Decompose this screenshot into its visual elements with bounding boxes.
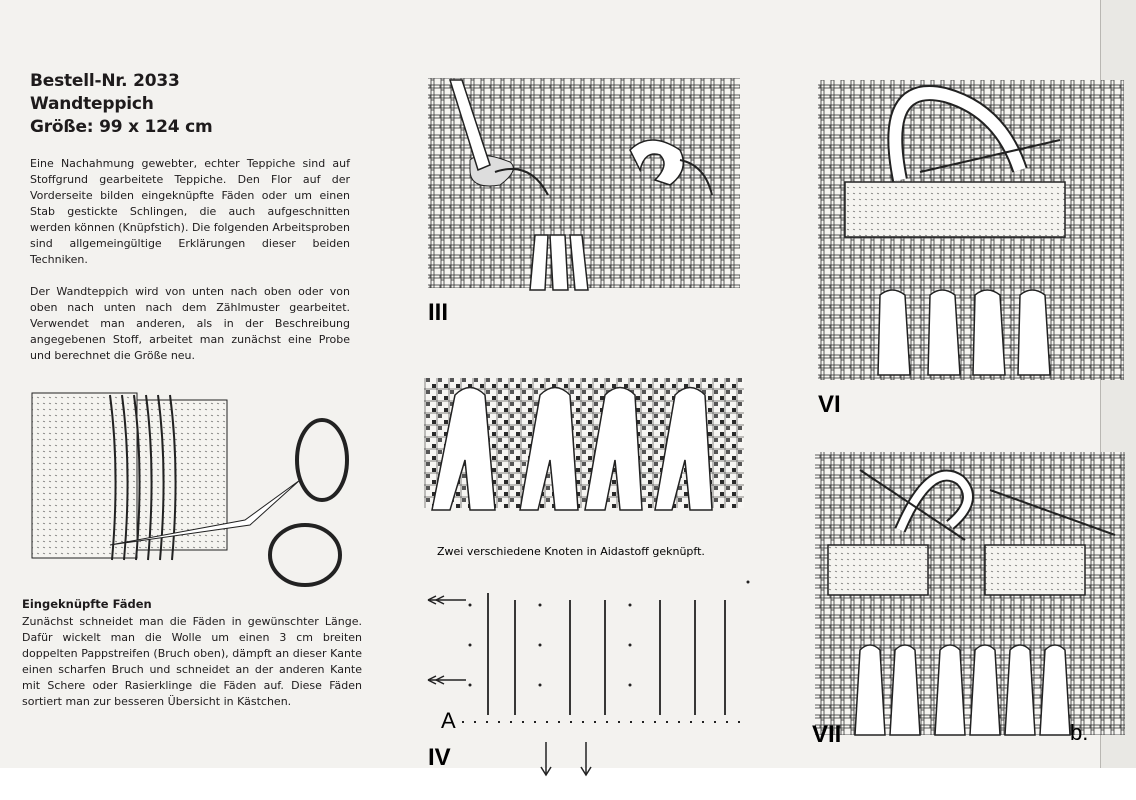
intro-paragraph-2: Der Wandteppich wird von unten nach oben…: [30, 285, 350, 362]
figure-4-point-label: A: [441, 708, 456, 733]
figure-6-illustration: [818, 80, 1124, 380]
figure-caption: Zwei verschiedene Knoten in Aidastoff ge…: [437, 545, 705, 558]
figure-7-illustration: [815, 452, 1125, 736]
cardboard-scissors-illustration: [31, 392, 349, 587]
section-text: Zunächst schneidet man die Fäden in gewü…: [22, 615, 362, 708]
page-title: Wandteppich: [30, 94, 154, 114]
intro-paragraph-1: Eine Nachahmung gewebter, echter Teppich…: [30, 157, 350, 266]
figure-7-label: VII: [812, 721, 841, 748]
figure-7-sublabel: b.: [1070, 720, 1088, 745]
figure-4-diagram: [427, 580, 750, 777]
size-info: Größe: 99 x 124 cm: [30, 117, 213, 137]
figure-4-label: IV: [428, 744, 451, 771]
section-heading: Eingeknüpfte Fäden: [22, 597, 152, 611]
figure-3-illustration: [428, 78, 740, 291]
order-number: Bestell-Nr. 2033: [30, 71, 180, 91]
figure-6-label: VI: [818, 391, 841, 418]
figure-3-label: III: [428, 299, 448, 326]
aida-knots-illustration: [424, 378, 744, 511]
